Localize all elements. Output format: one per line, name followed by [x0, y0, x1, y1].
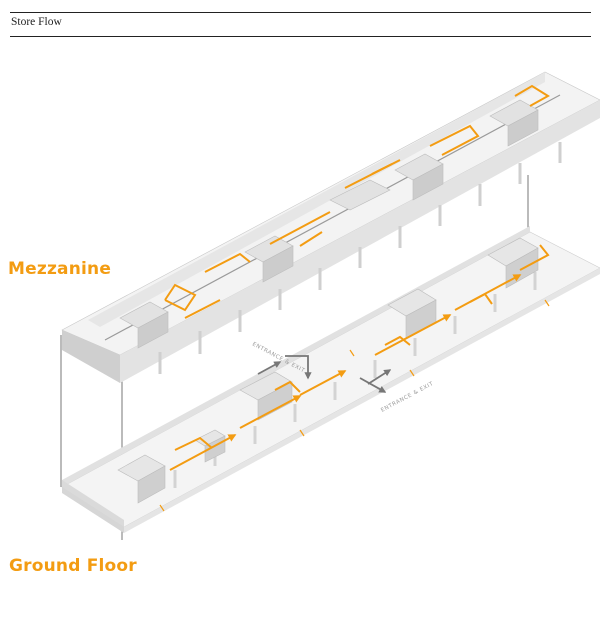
ground-floor: [61, 226, 600, 533]
ground-flow-paths: [169, 244, 550, 471]
header-bottom-rule: [10, 36, 591, 37]
page-title: Store Flow: [11, 16, 62, 28]
mezzanine-flow-paths: [164, 84, 550, 319]
mezzanine-floor: [61, 71, 600, 383]
ground-floor-label: Ground Floor: [9, 556, 137, 576]
header-top-rule: [10, 12, 591, 13]
mezzanine-label: Mezzanine: [8, 259, 112, 279]
